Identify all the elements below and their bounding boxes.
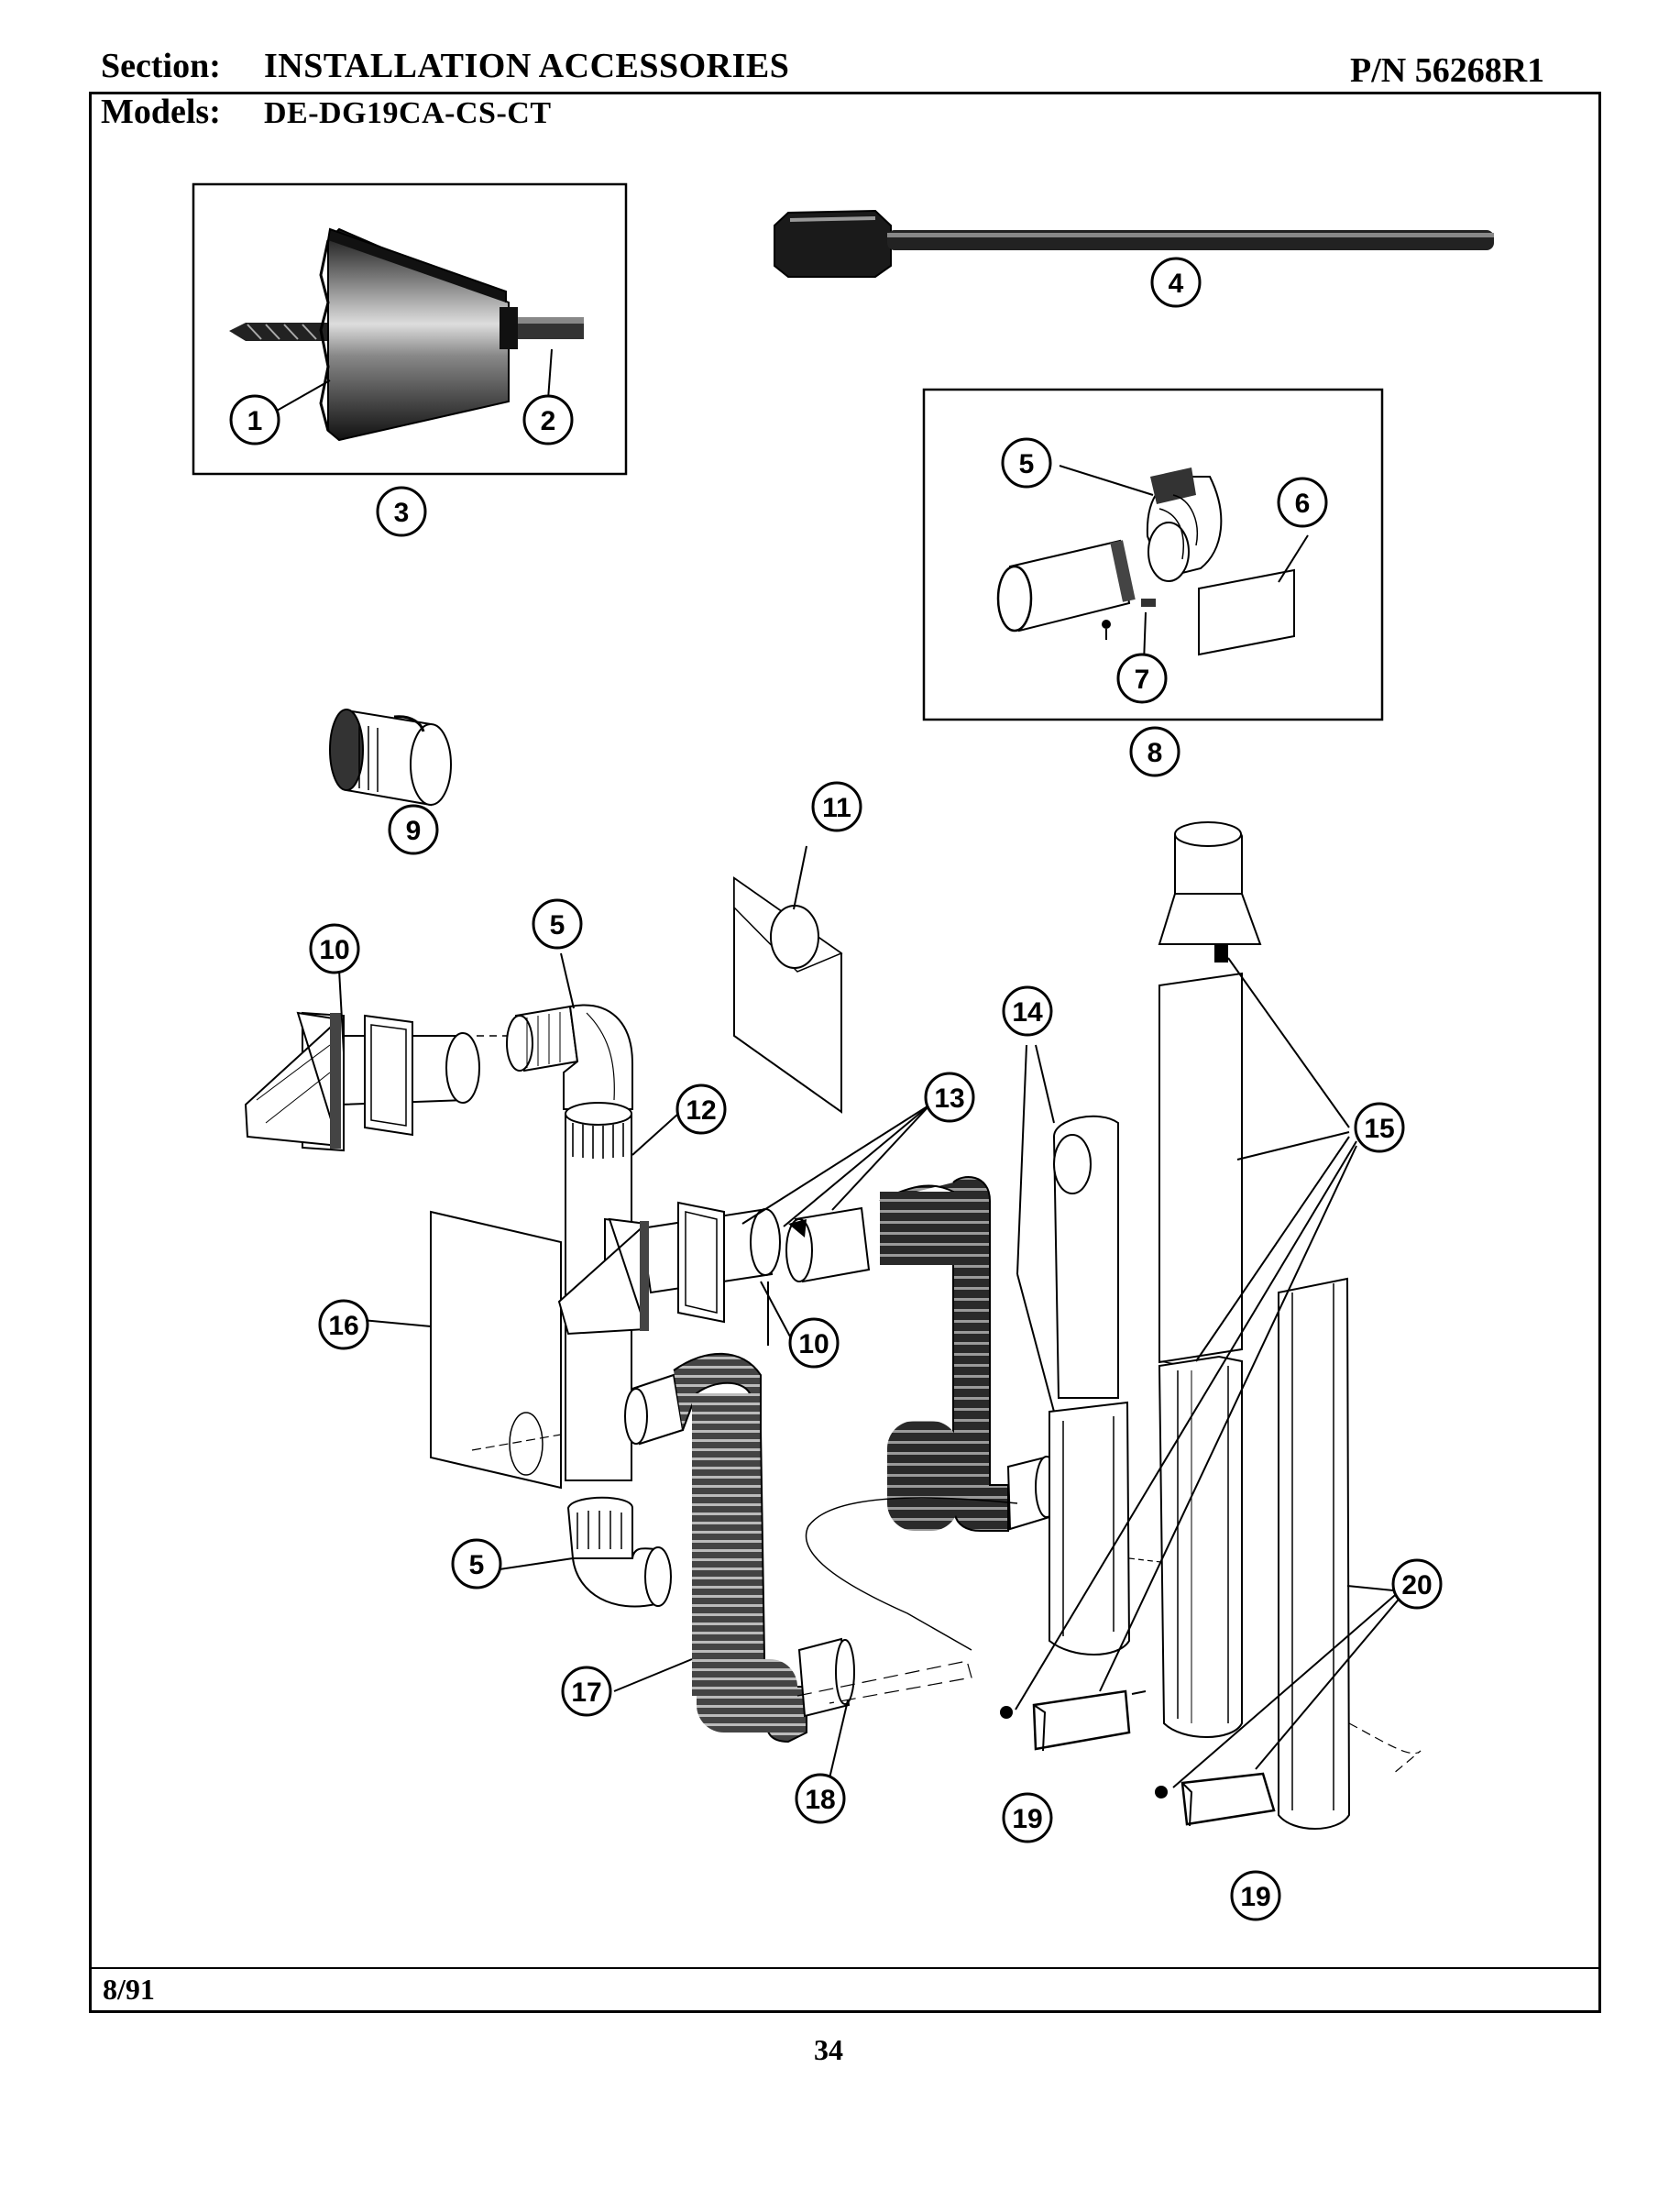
callout-1: 1 — [229, 394, 280, 446]
callout-8: 8 — [1129, 726, 1180, 777]
duct-coupling — [329, 709, 452, 807]
svg-text:5: 5 — [469, 1550, 485, 1580]
callout-11: 11 — [811, 781, 862, 832]
hole-saw-kit — [192, 182, 628, 476]
elbow-upper — [506, 1004, 633, 1110]
callout-16: 16 — [318, 1299, 369, 1350]
svg-text:19: 19 — [1012, 1804, 1042, 1834]
callout-6: 6 — [1277, 477, 1328, 528]
wall-sheet — [430, 1210, 562, 1490]
rigid-duct-set — [1158, 821, 1262, 1738]
flex-duct-left — [624, 1352, 1018, 1744]
svg-text:17: 17 — [571, 1678, 601, 1708]
callout-4: 4 — [1150, 257, 1202, 308]
svg-text:12: 12 — [686, 1095, 716, 1126]
svg-text:9: 9 — [406, 816, 422, 846]
elbow-lower — [566, 1496, 672, 1608]
svg-text:20: 20 — [1401, 1570, 1432, 1600]
callout-17: 17 — [561, 1666, 612, 1717]
leader-10b — [760, 1281, 791, 1337]
flex-duct-right — [785, 1176, 1059, 1532]
drill-extension — [774, 209, 1494, 278]
svg-text:4: 4 — [1169, 269, 1184, 299]
callout-19b: 19 — [1230, 1870, 1281, 1921]
svg-text:2: 2 — [541, 406, 556, 436]
section-title: INSTALLATION ACCESSORIES — [264, 47, 790, 85]
periscope-vent — [1049, 1115, 1169, 1656]
callout-18: 18 — [795, 1773, 846, 1824]
footer-divider — [89, 1967, 1601, 1969]
svg-text:5: 5 — [1019, 449, 1035, 479]
callouts: 1 2 3 4 5 6 7 8 9 10 11 5 12 13 14 15 16… — [229, 257, 1443, 1921]
callout-10c: 10 — [788, 1317, 840, 1369]
section-label: Section: — [101, 47, 221, 85]
callout-5c: 5 — [451, 1538, 502, 1590]
svg-text:5: 5 — [550, 910, 565, 940]
callout-5b: 5 — [532, 898, 583, 950]
svg-text:7: 7 — [1135, 665, 1150, 695]
svg-text:1: 1 — [247, 406, 263, 436]
svg-text:13: 13 — [934, 1084, 964, 1114]
svg-text:10: 10 — [319, 935, 349, 965]
models-value: DE-DG19CA-CS-CT — [264, 96, 552, 130]
vent-hood-lower — [557, 1201, 781, 1336]
callout-20: 20 — [1391, 1558, 1443, 1610]
footer-date: 8/91 — [103, 1973, 155, 2006]
svg-text:6: 6 — [1295, 489, 1311, 519]
svg-text:19: 19 — [1240, 1882, 1270, 1912]
diagram-frame — [89, 92, 1601, 2013]
svg-text:3: 3 — [394, 498, 410, 528]
page-number: 34 — [814, 2033, 843, 2066]
models-label: Models: — [101, 93, 221, 131]
svg-text:15: 15 — [1364, 1114, 1394, 1144]
callout-3: 3 — [376, 486, 427, 537]
callout-19a: 19 — [1002, 1792, 1053, 1843]
periscope-tall — [1278, 1277, 1422, 1830]
callout-9: 9 — [388, 804, 439, 855]
callout-2: 2 — [522, 394, 574, 446]
svg-text:18: 18 — [805, 1785, 835, 1815]
callout-15: 15 — [1354, 1102, 1405, 1153]
vent-kit — [922, 388, 1384, 721]
svg-text:14: 14 — [1012, 997, 1043, 1028]
callout-10c-label: 10 — [798, 1329, 829, 1359]
callout-14: 14 — [1002, 985, 1053, 1037]
svg-text:11: 11 — [822, 793, 851, 823]
mounting-bracket-2 — [1155, 1772, 1276, 1827]
callout-10a: 10 — [309, 923, 360, 974]
leader-lines — [276, 348, 1403, 1788]
svg-text:16: 16 — [328, 1311, 358, 1341]
callout-12: 12 — [675, 1084, 727, 1135]
callout-7: 7 — [1116, 653, 1168, 704]
mounting-bracket-1 — [1000, 1689, 1147, 1752]
callout-5a: 5 — [1001, 437, 1052, 489]
callout-13: 13 — [924, 1072, 975, 1123]
svg-text:8: 8 — [1147, 738, 1163, 768]
vent-hood-upper — [244, 1011, 513, 1152]
part-number: P/N 56268R1 — [1350, 51, 1545, 90]
wall-plate-sheet — [733, 876, 843, 1114]
